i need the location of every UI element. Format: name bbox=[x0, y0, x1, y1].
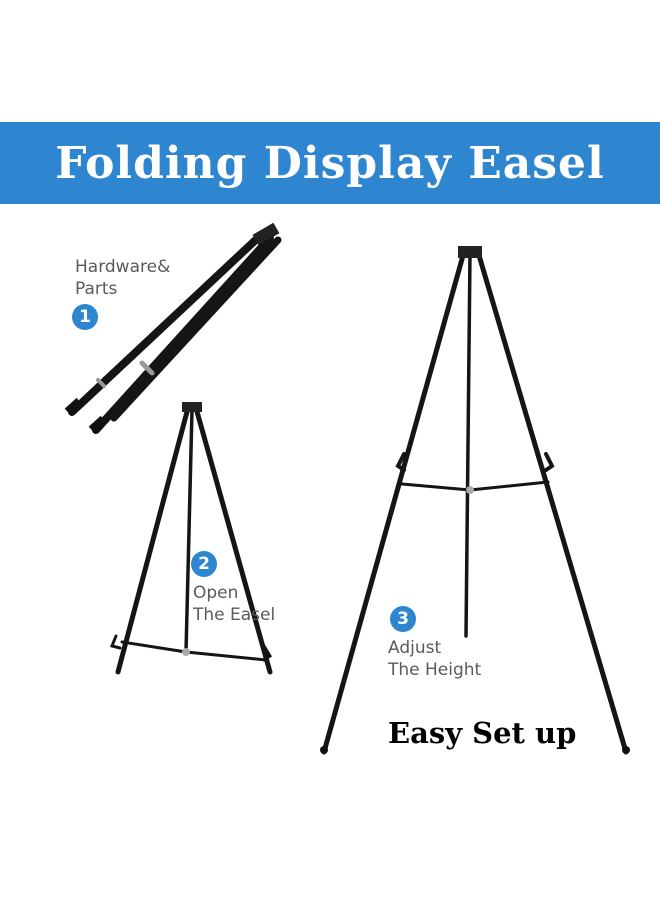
banner-title: Folding Display Easel bbox=[55, 137, 605, 189]
step-2-line1: Open bbox=[193, 583, 239, 603]
title-banner: Folding Display Easel bbox=[0, 122, 660, 204]
step-2-label: Open The Easel bbox=[193, 582, 275, 626]
step-1-line2: Parts bbox=[75, 279, 118, 299]
open-easel-image bbox=[109, 402, 273, 675]
easy-set-up-tagline: Easy Set up bbox=[388, 716, 577, 750]
step-3-line2: The Height bbox=[388, 660, 482, 680]
step-3-badge: 3 bbox=[390, 606, 416, 632]
step-1-badge: 1 bbox=[72, 304, 98, 330]
step-3-label: Adjust The Height bbox=[388, 637, 481, 681]
folded-easel-image bbox=[64, 222, 282, 435]
tall-easel-image bbox=[320, 246, 630, 755]
step-1-line1: Hardware& bbox=[75, 257, 171, 277]
step-2-badge: 2 bbox=[191, 551, 217, 577]
step-1-label: Hardware& Parts bbox=[75, 256, 170, 300]
step-2-line2: The Easel bbox=[193, 605, 276, 625]
step-3-line1: Adjust bbox=[388, 638, 442, 658]
